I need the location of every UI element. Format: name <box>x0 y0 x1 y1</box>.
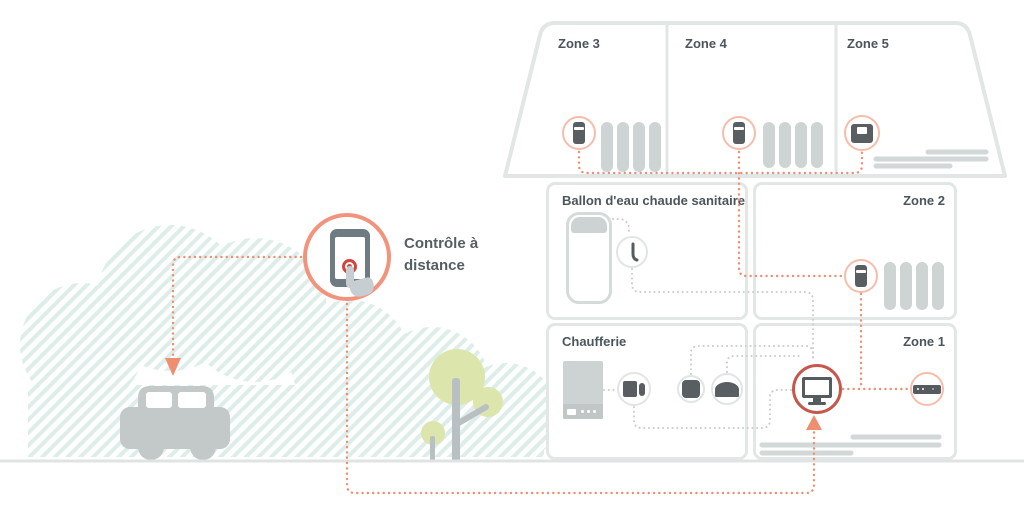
radiator-zone3 <box>601 122 661 172</box>
zone4-label: Zone 4 <box>685 36 727 51</box>
radiator-valve-icon <box>733 122 745 144</box>
remote-control-circle <box>303 213 391 301</box>
temperature-probe-icon <box>631 242 639 262</box>
smartphone-touch-icon <box>307 217 387 299</box>
zone3-label: Zone 3 <box>558 36 600 51</box>
attic-outline <box>503 21 1007 178</box>
room-boiler-room-label: Chaufferie <box>562 334 627 349</box>
radiator-valve-zone4 <box>722 116 756 150</box>
radiator-valve-zone2 <box>844 259 878 293</box>
internet-router-icon <box>913 384 941 394</box>
remote-control-label: Contrôle à distance <box>404 235 479 274</box>
car-icon <box>120 386 230 460</box>
boiler-icon <box>563 361 603 419</box>
radiator-valve-icon <box>855 265 867 287</box>
hot-water-tank <box>566 212 612 304</box>
radiator-zone4 <box>763 122 823 168</box>
room-zone2-label: Zone 2 <box>903 193 945 208</box>
room-zone1-label: Zone 1 <box>903 334 945 349</box>
tank-water-level <box>571 217 607 233</box>
boiler-relay <box>617 372 651 406</box>
room-hot-water-tank-label: Ballon d'eau chaude sanitaire <box>562 193 745 208</box>
wall-thermostat-zone1 <box>792 364 842 414</box>
boiler-relay-icon <box>623 381 645 397</box>
internet-router <box>910 372 944 406</box>
control-module <box>677 375 705 403</box>
wall-thermostat-icon <box>795 367 839 411</box>
control-module-icon <box>682 380 700 398</box>
floor-heating-thermostat-icon <box>851 123 873 143</box>
floor-heating-thermostat-zone5 <box>844 115 880 151</box>
gateway-bridge-icon <box>715 381 739 397</box>
radiator-valve-zone3 <box>562 116 596 150</box>
radiator-valve-icon <box>573 122 585 144</box>
finger-icon <box>346 266 354 288</box>
gateway-bridge <box>711 373 743 405</box>
tank-temperature-probe <box>616 236 648 268</box>
zone5-label: Zone 5 <box>847 36 889 51</box>
radiator-zone2 <box>884 262 944 310</box>
